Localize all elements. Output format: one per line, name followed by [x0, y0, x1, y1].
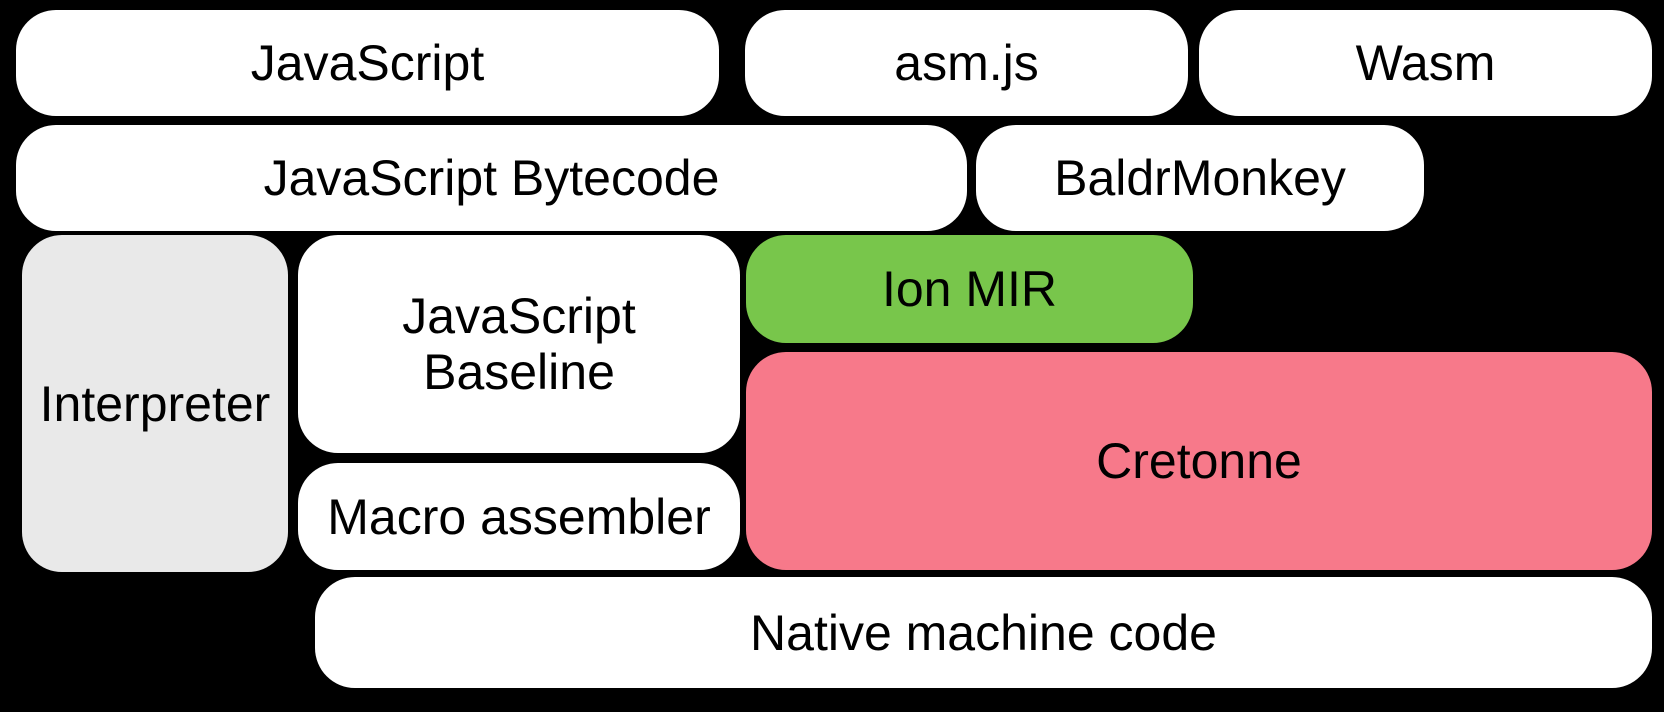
box-ion-mir: Ion MIR [746, 235, 1193, 343]
box-cretonne: Cretonne [746, 352, 1652, 570]
box-javascript-bytecode: JavaScript Bytecode [16, 125, 967, 231]
box-interpreter-label: Interpreter [39, 375, 271, 432]
box-javascript-bytecode-label: JavaScript Bytecode [263, 150, 720, 206]
box-native-machine-code: Native machine code [315, 577, 1652, 688]
box-baldrmonkey-label: BaldrMonkey [1054, 150, 1346, 206]
box-javascript-baseline: JavaScript Baseline [298, 235, 740, 453]
box-ion-mir-label: Ion MIR [881, 261, 1058, 317]
box-javascript: JavaScript [16, 10, 719, 116]
box-wasm: Wasm [1199, 10, 1652, 116]
box-asmjs: asm.js [745, 10, 1188, 116]
box-cretonne-label: Cretonne [1096, 433, 1302, 489]
box-interpreter: Interpreter [22, 235, 288, 572]
box-baldrmonkey: BaldrMonkey [976, 125, 1424, 231]
box-asmjs-label: asm.js [894, 35, 1039, 91]
box-javascript-label: JavaScript [250, 35, 485, 91]
box-native-machine-code-label: Native machine code [750, 604, 1217, 661]
box-javascript-baseline-label: JavaScript Baseline [402, 288, 636, 400]
box-wasm-label: Wasm [1355, 35, 1496, 91]
box-macro-assembler: Macro assembler [298, 463, 740, 570]
box-macro-assembler-label: Macro assembler [327, 488, 711, 545]
